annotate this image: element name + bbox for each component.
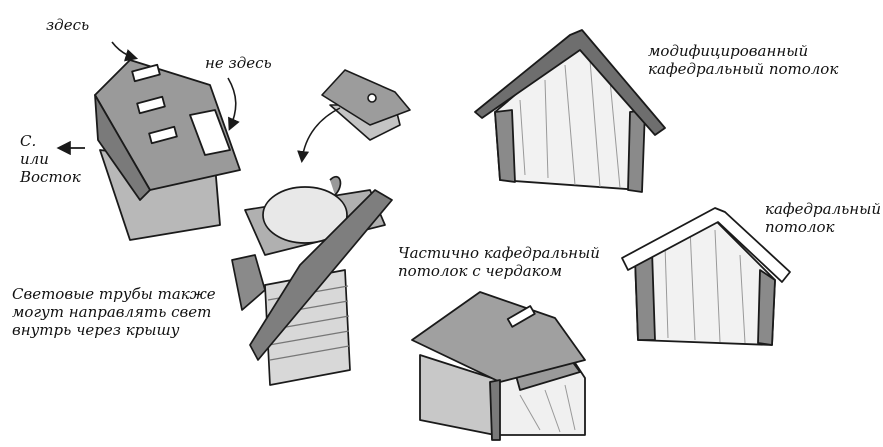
label-modified-cathedral: модифицированный кафедральный потолок [648, 42, 838, 78]
label-light-tubes-line2: могут направлять свет [12, 303, 212, 321]
label-cathedral: кафедральный потолок [765, 200, 881, 236]
rafter-left [231, 254, 266, 311]
house-skylight-placement [94, 59, 241, 241]
tube-dome [262, 186, 348, 244]
label-partial-cathedral-line2: потолок с чердаком [398, 262, 563, 280]
partial-cathedral-skylight [506, 305, 536, 328]
partial-cathedral-front-post [489, 379, 501, 441]
cathedral-interior [634, 214, 776, 346]
cathedral-roof [621, 207, 791, 283]
house1-skylight-1 [131, 63, 161, 83]
dome-cap [329, 175, 342, 196]
label-light-tubes-line1: Световые трубы также [12, 285, 216, 303]
partial-cathedral-roof [411, 291, 586, 383]
label-cathedral-line1: кафедральный [765, 200, 882, 218]
light-tube-detail [231, 175, 393, 386]
small-house-roof [321, 69, 411, 126]
modified-cathedral-right-post [627, 109, 646, 193]
arrow-here [111, 41, 139, 62]
label-not-here: не здесь [205, 54, 272, 72]
arrow-to-detail [297, 107, 341, 163]
house-cathedral [621, 207, 791, 346]
label-light-tubes-line3: внутрь через крышу [12, 321, 180, 339]
cathedral-right-post [757, 269, 776, 346]
label-cathedral-line2: потолок [765, 218, 835, 236]
small-house-light-tube [321, 69, 411, 141]
modified-cathedral-interior [494, 39, 646, 191]
house1-side-skylight [189, 109, 231, 156]
arrow-not-here [227, 77, 240, 131]
label-north-east-line2: или [20, 150, 49, 168]
label-light-tubes: Световые трубы также могут направлять св… [12, 285, 216, 339]
modified-cathedral-left-post [494, 109, 516, 183]
label-modified-cathedral-line1: модифицированный [648, 42, 809, 60]
house-modified-cathedral [474, 29, 666, 193]
rafter-right [249, 189, 393, 361]
small-house-tube-dot [367, 93, 377, 103]
house1-skylight-2 [136, 95, 166, 115]
modified-cathedral-roof [474, 29, 666, 136]
label-north-east-line3: Восток [20, 168, 81, 186]
label-partial-cathedral: Частично кафедральный потолок с чердаком [398, 244, 600, 280]
house1-roof-edge [94, 94, 151, 201]
label-north-east: С. или Восток [20, 132, 81, 186]
label-partial-cathedral-line1: Частично кафедральный [398, 244, 600, 262]
house1-skylight-3 [148, 125, 178, 145]
house-partial-cathedral [411, 291, 586, 441]
label-north-east-line1: С. [20, 132, 37, 150]
label-here: здесь [46, 16, 90, 34]
label-modified-cathedral-line2: кафедральный потолок [648, 60, 839, 78]
